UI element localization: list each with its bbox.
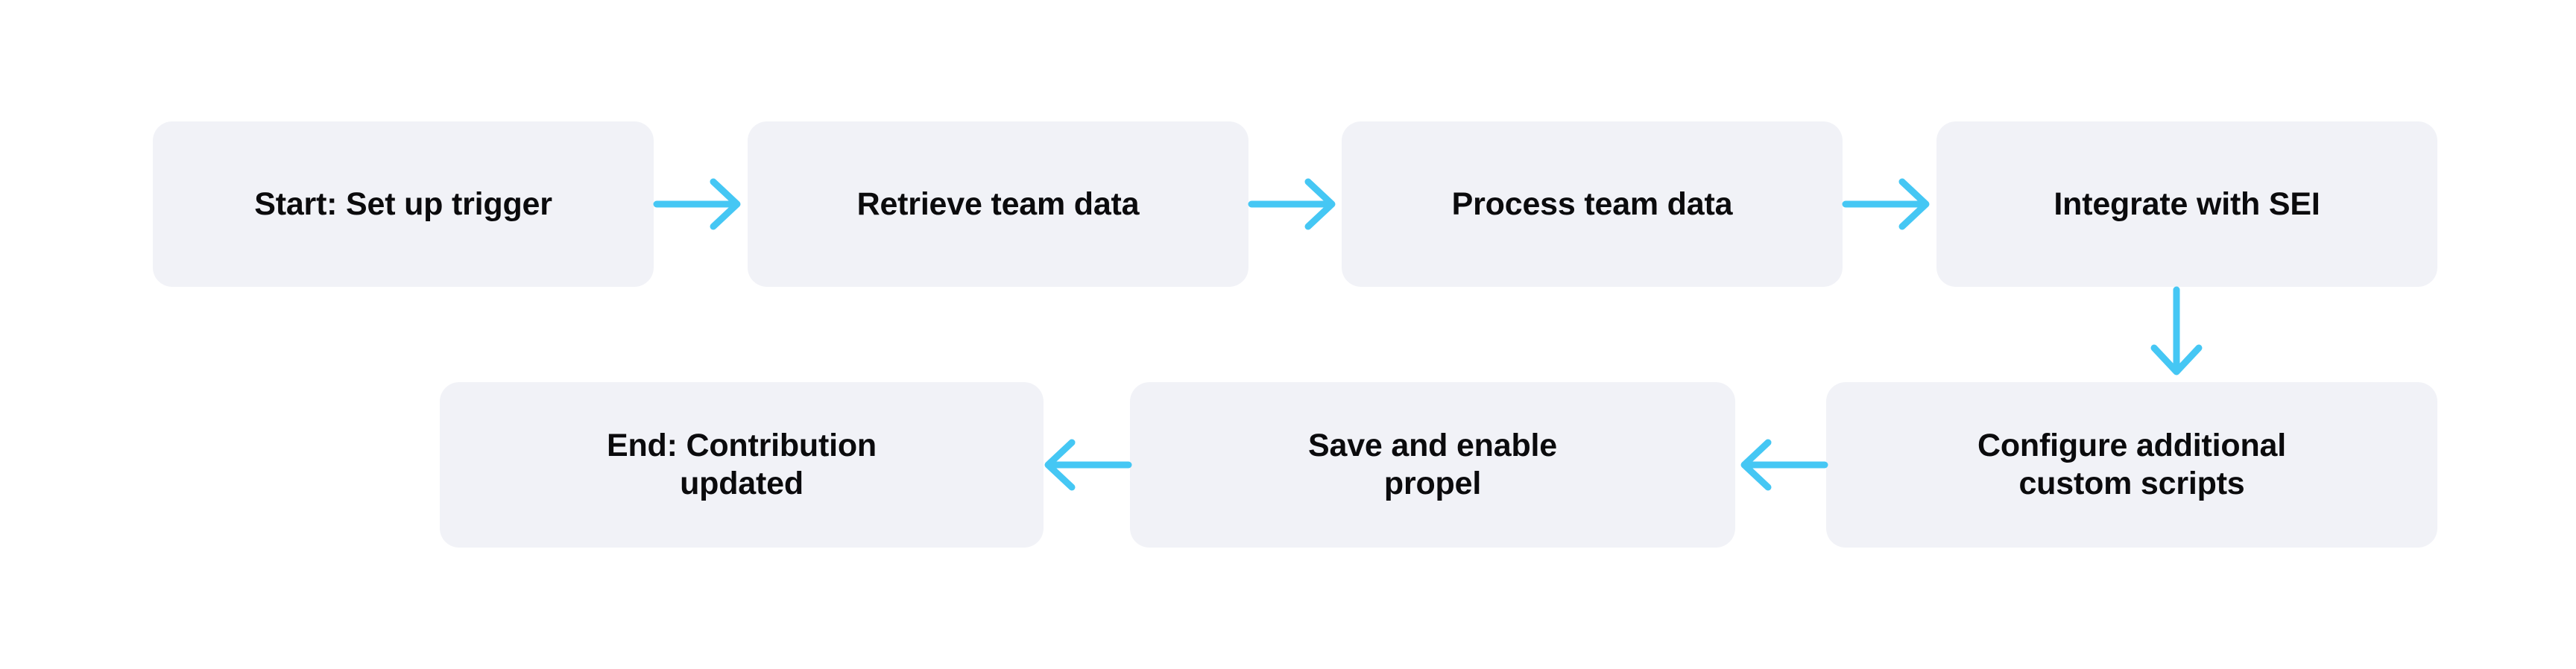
flow-arrow-right-3 <box>1842 168 1936 240</box>
flow-arrow-left-2 <box>1038 429 1132 501</box>
flow-node-label: Save and enable propel <box>1308 428 1557 501</box>
flow-arrow-right-2 <box>1248 168 1342 240</box>
flow-node-retrieve-team-data[interactable]: Retrieve team data <box>748 121 1248 287</box>
flow-node-label: Start: Set up trigger <box>254 186 552 222</box>
flow-node-start-set-up-trigger[interactable]: Start: Set up trigger <box>153 121 654 287</box>
flow-node-save-and-enable-propel[interactable]: Save and enable propel <box>1130 382 1735 548</box>
flow-node-label: Configure additional custom scripts <box>1977 428 2287 501</box>
flow-node-label: End: Contribution updated <box>607 428 877 501</box>
flow-node-end-contribution-updated[interactable]: End: Contribution updated <box>440 382 1044 548</box>
flow-arrow-down-1 <box>2141 286 2212 382</box>
flow-node-label: Integrate with SEI <box>2053 186 2320 222</box>
flow-node-integrate-with-sei[interactable]: Integrate with SEI <box>1936 121 2437 287</box>
flow-node-process-team-data[interactable]: Process team data <box>1342 121 1843 287</box>
flow-node-configure-additional-custom-scripts[interactable]: Configure additional custom scripts <box>1826 382 2437 548</box>
flow-arrow-left-1 <box>1734 429 1828 501</box>
flow-node-label: Retrieve team data <box>856 186 1140 222</box>
flow-node-label: Process team data <box>1451 186 1733 222</box>
flow-arrow-right-1 <box>653 168 748 240</box>
